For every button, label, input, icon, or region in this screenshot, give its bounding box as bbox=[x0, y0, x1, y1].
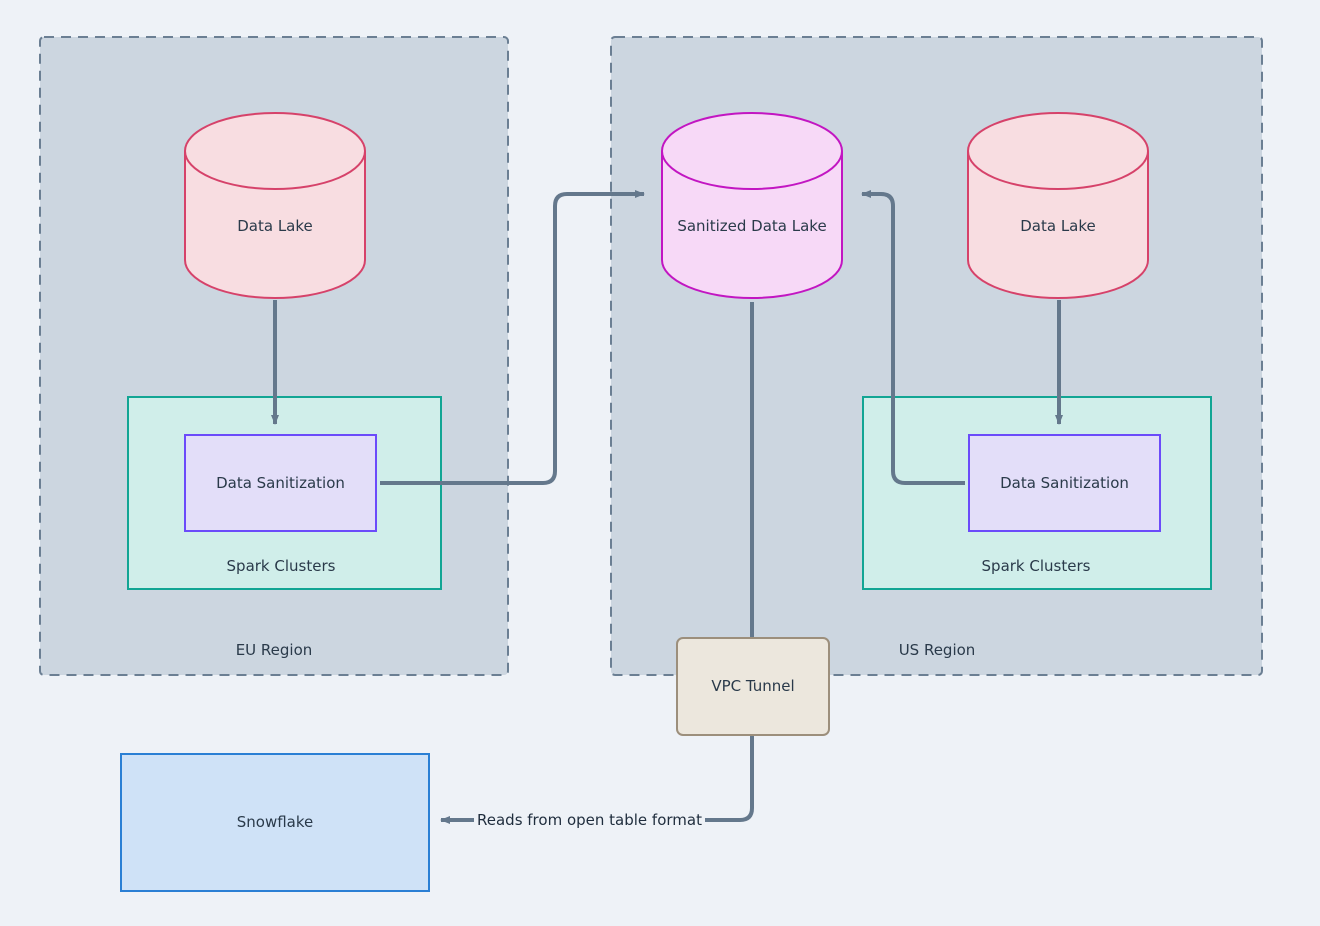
vpc-tunnel-box bbox=[676, 637, 830, 736]
snowflake-box bbox=[120, 753, 430, 892]
node-us-data-sanitization[interactable] bbox=[968, 434, 1161, 532]
edge-label-reads-from-open-table-format: Reads from open table format bbox=[474, 811, 705, 829]
us-data-sanitization-box bbox=[968, 434, 1161, 532]
sanitized-data-lake-body bbox=[662, 151, 842, 298]
node-snowflake[interactable] bbox=[120, 753, 430, 892]
sanitized-data-lake-outline bbox=[661, 151, 843, 299]
edge-us-sanitization-to-sanitized-lake bbox=[861, 190, 965, 485]
edge-eu-sanitization-to-sanitized-lake bbox=[380, 190, 645, 485]
us-data-lake-top bbox=[967, 112, 1149, 190]
eu-data-lake-body bbox=[185, 151, 365, 298]
node-vpc-tunnel[interactable] bbox=[676, 637, 830, 736]
edges-group bbox=[271, 190, 1063, 824]
us-data-lake-outline bbox=[967, 151, 1149, 299]
edge-vpc-tunnel-to-snowflake bbox=[440, 735, 754, 824]
node-eu-data-lake[interactable] bbox=[184, 112, 366, 299]
sanitized-data-lake-top bbox=[661, 112, 843, 190]
node-sanitized-data-lake[interactable] bbox=[661, 112, 843, 299]
node-eu-data-sanitization[interactable] bbox=[184, 434, 377, 532]
eu-data-lake-top bbox=[184, 112, 366, 190]
eu-data-sanitization-box bbox=[184, 434, 377, 532]
us-data-lake-body bbox=[968, 151, 1148, 298]
eu-data-lake-outline bbox=[184, 151, 366, 299]
node-us-data-lake[interactable] bbox=[967, 112, 1149, 299]
